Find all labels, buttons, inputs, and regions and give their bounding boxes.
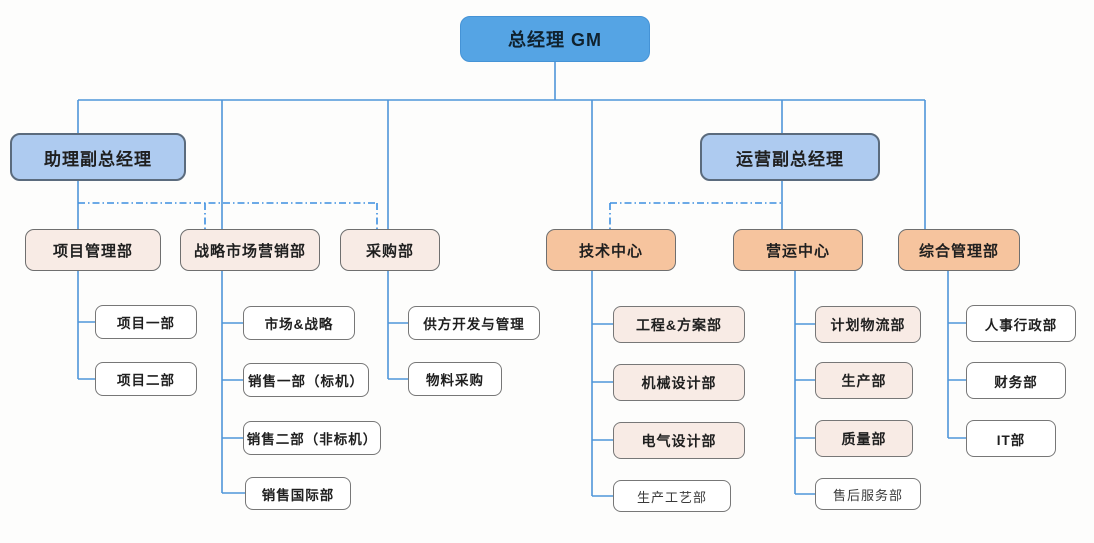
node-finance: 财务部 [966, 362, 1066, 399]
node-material-purchasing: 物料采购 [408, 362, 502, 396]
node-international-sales: 销售国际部 [245, 477, 351, 510]
node-dept-general-management: 综合管理部 [898, 229, 1020, 271]
node-assistant-vice-gm: 助理副总经理 [10, 133, 186, 181]
node-engineering-solutions: 工程&方案部 [613, 306, 745, 343]
node-sales-div-2: 销售二部（非标机） [243, 421, 381, 455]
node-project-div-2: 项目二部 [95, 362, 197, 396]
node-dept-procurement: 采购部 [340, 229, 440, 271]
node-production-process: 生产工艺部 [613, 480, 731, 512]
node-dept-project-management: 项目管理部 [25, 229, 161, 271]
node-market-strategy: 市场&战略 [243, 306, 355, 340]
node-operations-vice-gm: 运营副总经理 [700, 133, 880, 181]
node-it: IT部 [966, 420, 1056, 457]
node-electrical-design: 电气设计部 [613, 422, 745, 459]
dotted-reporting-lines [78, 202, 782, 229]
node-planning-logistics: 计划物流部 [815, 306, 921, 343]
node-dept-strategy-marketing: 战略市场营销部 [180, 229, 320, 271]
node-production: 生产部 [815, 362, 913, 399]
node-supplier-development: 供方开发与管理 [408, 306, 540, 340]
node-dept-technology-center: 技术中心 [546, 229, 676, 271]
node-sales-div-1: 销售一部（标机） [243, 363, 369, 397]
node-dept-operations-center: 营运中心 [733, 229, 863, 271]
node-general-manager: 总经理 GM [460, 16, 650, 62]
node-hr-admin: 人事行政部 [966, 305, 1076, 342]
solid-reporting-lines [77, 62, 966, 497]
node-project-div-1: 项目一部 [95, 305, 197, 339]
node-after-sales-service: 售后服务部 [815, 478, 921, 510]
node-quality: 质量部 [815, 420, 913, 457]
node-mechanical-design: 机械设计部 [613, 364, 745, 401]
